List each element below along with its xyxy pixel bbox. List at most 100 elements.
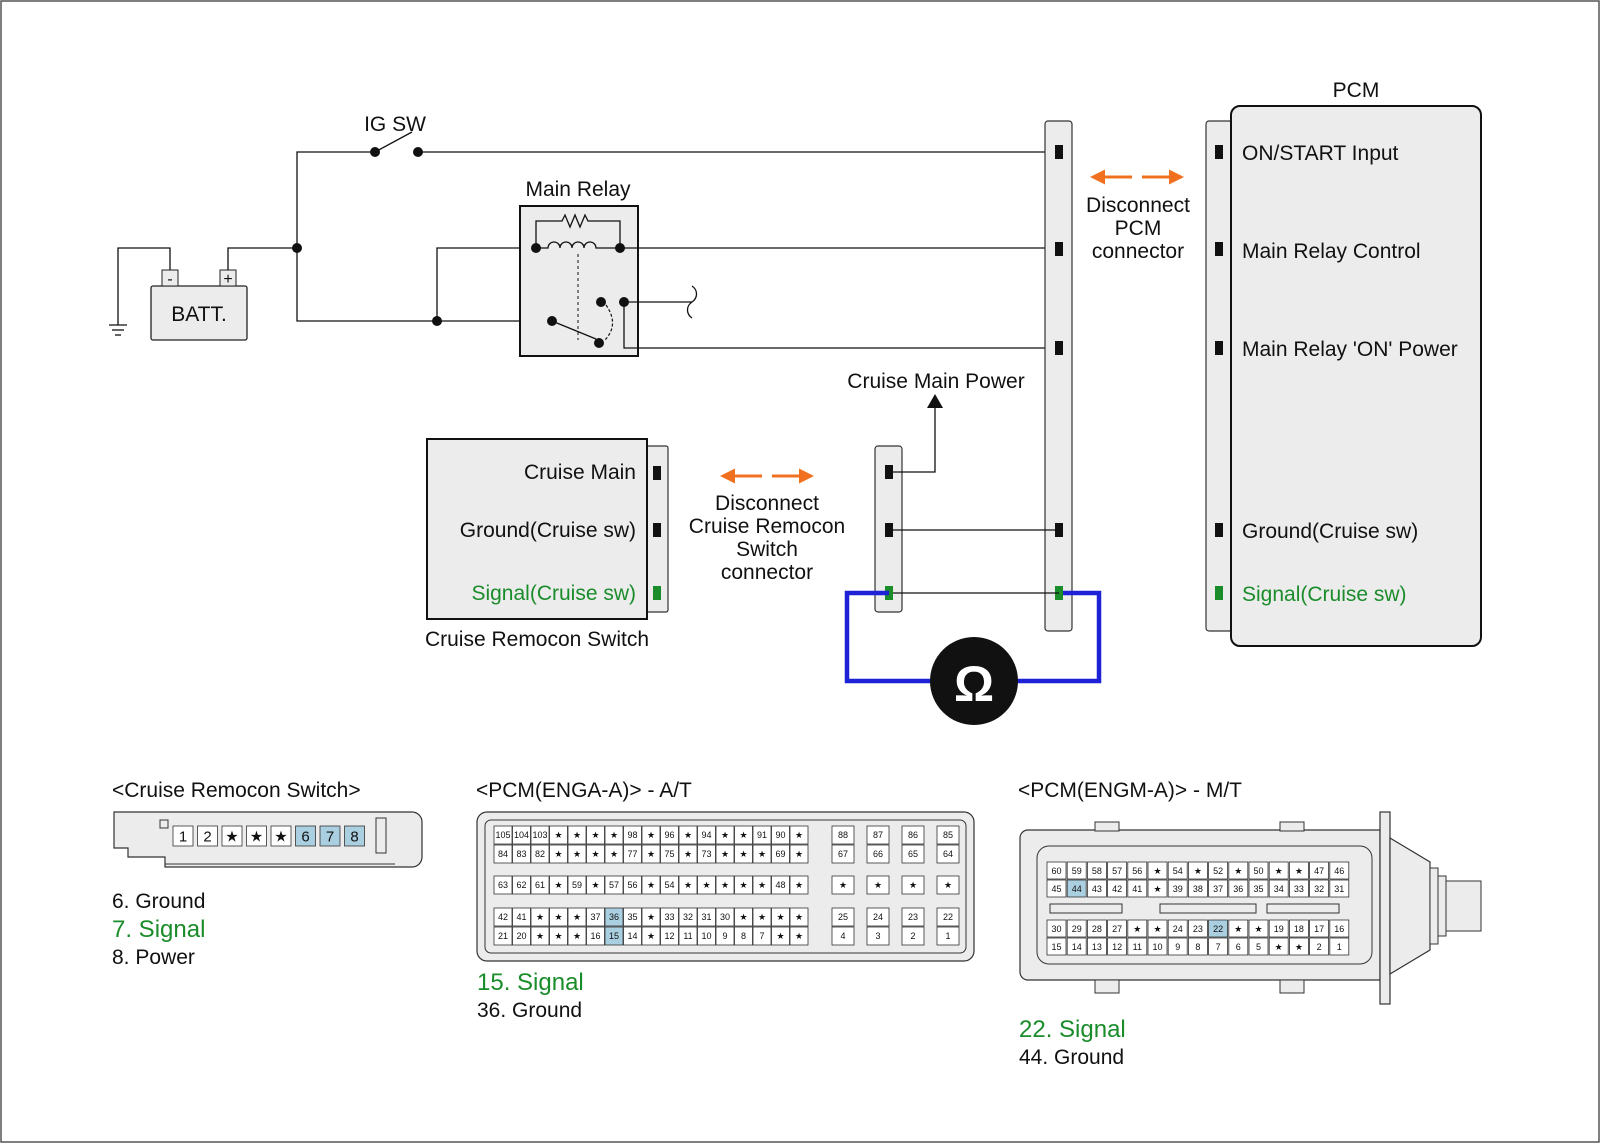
connector-pin-label: 98 [627,830,637,840]
connector-pin-label: ★ [702,880,710,890]
connector-pin-label: ★ [554,912,562,922]
connector-pin: 59 [567,875,587,895]
connector-pin-label: 16 [1334,924,1344,934]
connector-pin: ★ [715,825,735,845]
connector-pin-label: ★ [554,830,562,840]
connector-pin: ★ [901,875,925,895]
connector-pin-label: 57 [609,880,619,890]
connector-pin: 54 [1167,861,1188,880]
connector-pin-label: 11 [1133,942,1142,952]
connector-pin-label: ★ [1234,866,1242,876]
cruise-switch-note-2: 7. Signal [112,916,205,943]
connector-pin-label: 73 [701,849,711,859]
connector-pin: ★ [586,875,605,895]
connector-pin: 36 [604,907,624,927]
connector-pin-label: 91 [757,830,767,840]
connector-pin: 52 [1208,861,1228,880]
connector-pin-label: 104 [514,830,529,840]
connector-pin: 35 [623,907,642,927]
connector-pin-label: 22 [943,912,953,922]
connector-pin-label: 56 [627,880,637,890]
connector-pin: 9 [1167,937,1188,956]
connector-pin: ★ [771,926,790,946]
connector-pin-label: 38 [1193,884,1203,894]
connector-pin: ★ [604,844,624,864]
disconnect-switch-line4: connector [721,561,813,584]
connector-pin: 57 [1107,861,1127,880]
switch-caption: Cruise Remocon Switch [425,628,649,651]
connector-pin-label: 41 [516,912,526,922]
connector-pin: 30 [1046,919,1067,938]
connector-pin: 56 [623,875,642,895]
connector-pin-label: ★ [225,828,238,845]
connector-pin-label: 10 [1152,942,1162,952]
connector-pin-label: 2 [910,931,915,941]
connector-pin-label: ★ [795,912,803,922]
connector-pin: 22 [936,907,960,927]
connector-pin-label: 67 [838,849,848,859]
connector-pin: ★ [641,875,661,895]
connector-pin: 27 [1107,919,1127,938]
connector-pin-label: ★ [250,828,263,845]
connector-pin-label: ★ [591,849,599,859]
connector-pin-label: ★ [647,849,655,859]
connector-pin-label: ★ [1234,924,1242,934]
connector-pin: 41 [512,907,531,927]
connector-pin-label: ★ [1275,866,1283,876]
connector-pin-label: 11 [683,931,692,941]
connector-pin-label: ★ [554,849,562,859]
connector-pin-label: ★ [591,830,599,840]
connector-pin-label: 2 [203,828,211,845]
disconnect-switch-line1: Disconnect [715,492,819,515]
connector-pin-label: 3 [875,931,880,941]
connector-pin-label: 17 [1314,924,1324,934]
disconnect-switch-line3: Switch [736,538,798,561]
pcm-mt-note-1: 22. Signal [1019,1016,1126,1043]
connector-pin-label: ★ [573,830,581,840]
connector-pin: 28 [1087,919,1107,938]
connector-pin: 2 [197,825,218,847]
connector-pin-label: 12 [664,931,674,941]
connector-pin-label: 14 [1072,942,1082,952]
connector-pin-label: ★ [1275,942,1283,952]
disconnect-switch-arrows: Disconnect Cruise Remocon Switch connect… [689,468,845,584]
connector-pin: 82 [530,844,550,864]
connector-pin: ★ [1248,919,1269,938]
connector-pin-label: 33 [1294,884,1304,894]
connector-pin-label: 2 [1317,942,1322,952]
connector-pin-label: 24 [873,912,883,922]
pcm-pin-relay-control: Main Relay Control [1242,240,1421,263]
connector-pin: 31 [1329,879,1350,898]
connector-pin-label: ★ [684,880,692,890]
harness-connector-switch: Cruise Main Power [847,370,1059,613]
connector-pin-label: 84 [498,849,508,859]
connector-pin: 42 [1107,879,1127,898]
connector-pin-label: ★ [1153,924,1161,934]
cruise-main-power-label: Cruise Main Power [847,370,1024,393]
connector-pin-label: ★ [739,880,747,890]
connector-pin-label: 54 [664,880,674,890]
connector-pin-label: 29 [1072,924,1082,934]
connector-pin: 1 [936,926,960,946]
connector-pin-label: ★ [795,931,803,941]
connector-pin: 69 [771,844,790,864]
connector-pin-label: 62 [516,880,526,890]
pcm-at-note-1: 15. Signal [477,969,584,996]
pcm-module: PCM ON/START Input Main Relay Control Ma… [1205,79,1482,647]
connector-pin: ★ [789,926,809,946]
connector-pin: 33 [1289,879,1309,898]
connector-pin: 64 [936,844,960,864]
connector-pin-label: 28 [1092,924,1102,934]
connector-pin: 39 [1167,879,1188,898]
connector-pin: 14 [623,926,642,946]
connector-pin: 88 [831,825,855,845]
connector-pin: 13 [1087,937,1107,956]
connector-pin: 75 [660,844,679,864]
connector-pin: ★ [549,844,568,864]
connector-pin: ★ [697,875,716,895]
connector-pin: 96 [660,825,679,845]
connector-pin-label: 103 [532,830,547,840]
switch-pin-ground: Ground(Cruise sw) [460,519,636,542]
pcm-mt-note-2: 44. Ground [1019,1046,1124,1069]
